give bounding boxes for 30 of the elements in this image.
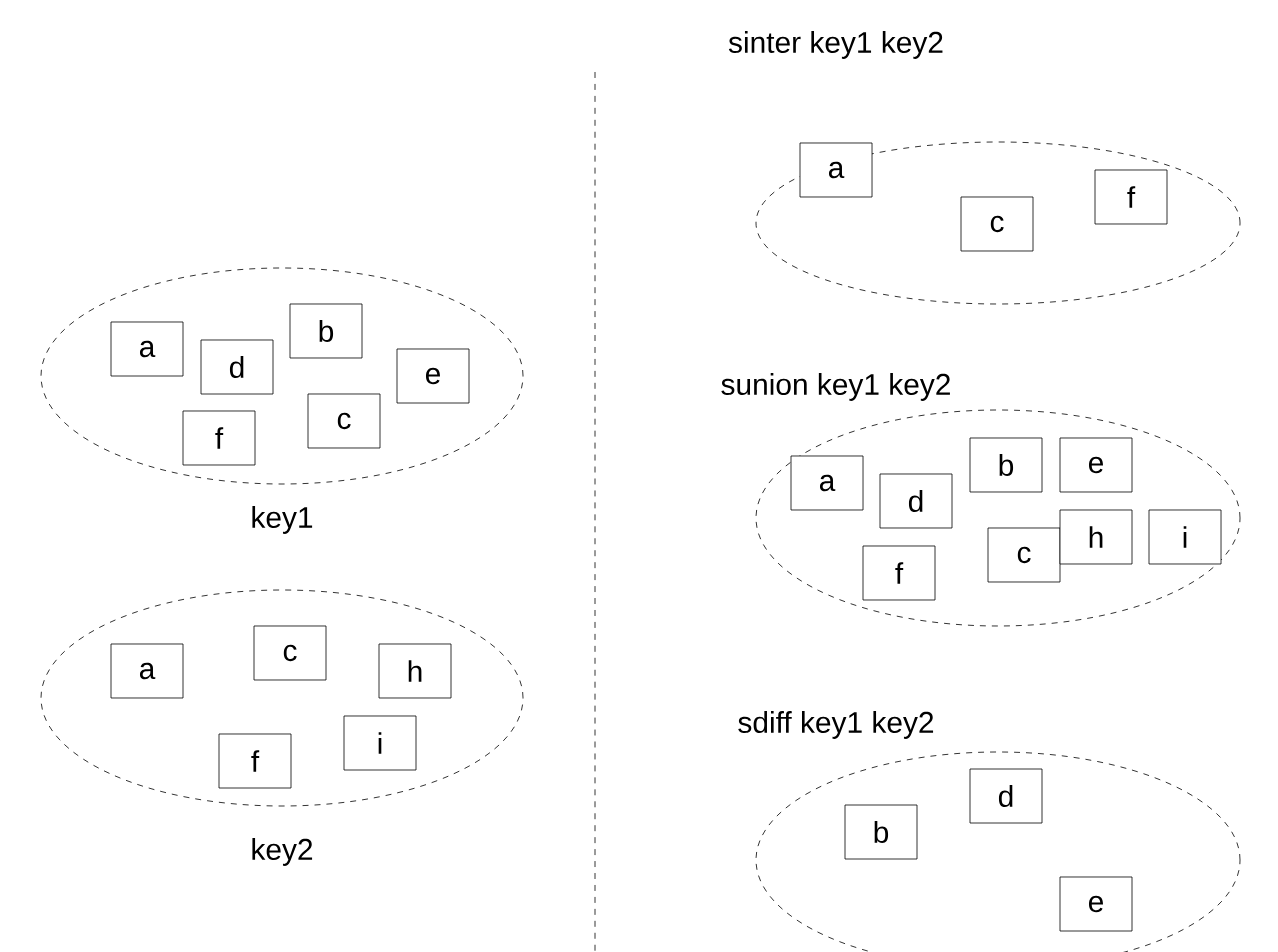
set-label: key2 (252, 838, 313, 866)
element-box: c (987, 527, 1061, 583)
element-box: c (307, 393, 381, 449)
element-box: b (969, 437, 1043, 493)
element-box: e (1059, 876, 1133, 932)
element-box: c (960, 196, 1034, 252)
element-box: f (218, 733, 292, 789)
element-box: h (1059, 509, 1133, 565)
set-label: sinter key1 key2 (728, 31, 943, 59)
element-box: h (378, 643, 452, 699)
element-box: d (879, 473, 953, 529)
set-label: sunion key1 key2 (721, 373, 950, 401)
element-box: a (799, 142, 873, 198)
set-label: sdiff key1 key2 (738, 711, 934, 739)
set-label: key1 (252, 506, 313, 534)
element-box: i (343, 715, 417, 771)
element-box: f (1094, 169, 1168, 225)
element-box: d (969, 768, 1043, 824)
element-box: f (182, 410, 256, 466)
element-box: b (844, 804, 918, 860)
element-box: d (200, 339, 274, 395)
element-box: c (253, 625, 327, 681)
element-box: e (1059, 437, 1133, 493)
element-box: b (289, 303, 363, 359)
element-box: f (862, 545, 936, 601)
element-box: i (1148, 509, 1222, 565)
element-box: a (790, 455, 864, 511)
element-box: e (396, 348, 470, 404)
element-box: a (110, 643, 184, 699)
element-box: a (110, 321, 184, 377)
